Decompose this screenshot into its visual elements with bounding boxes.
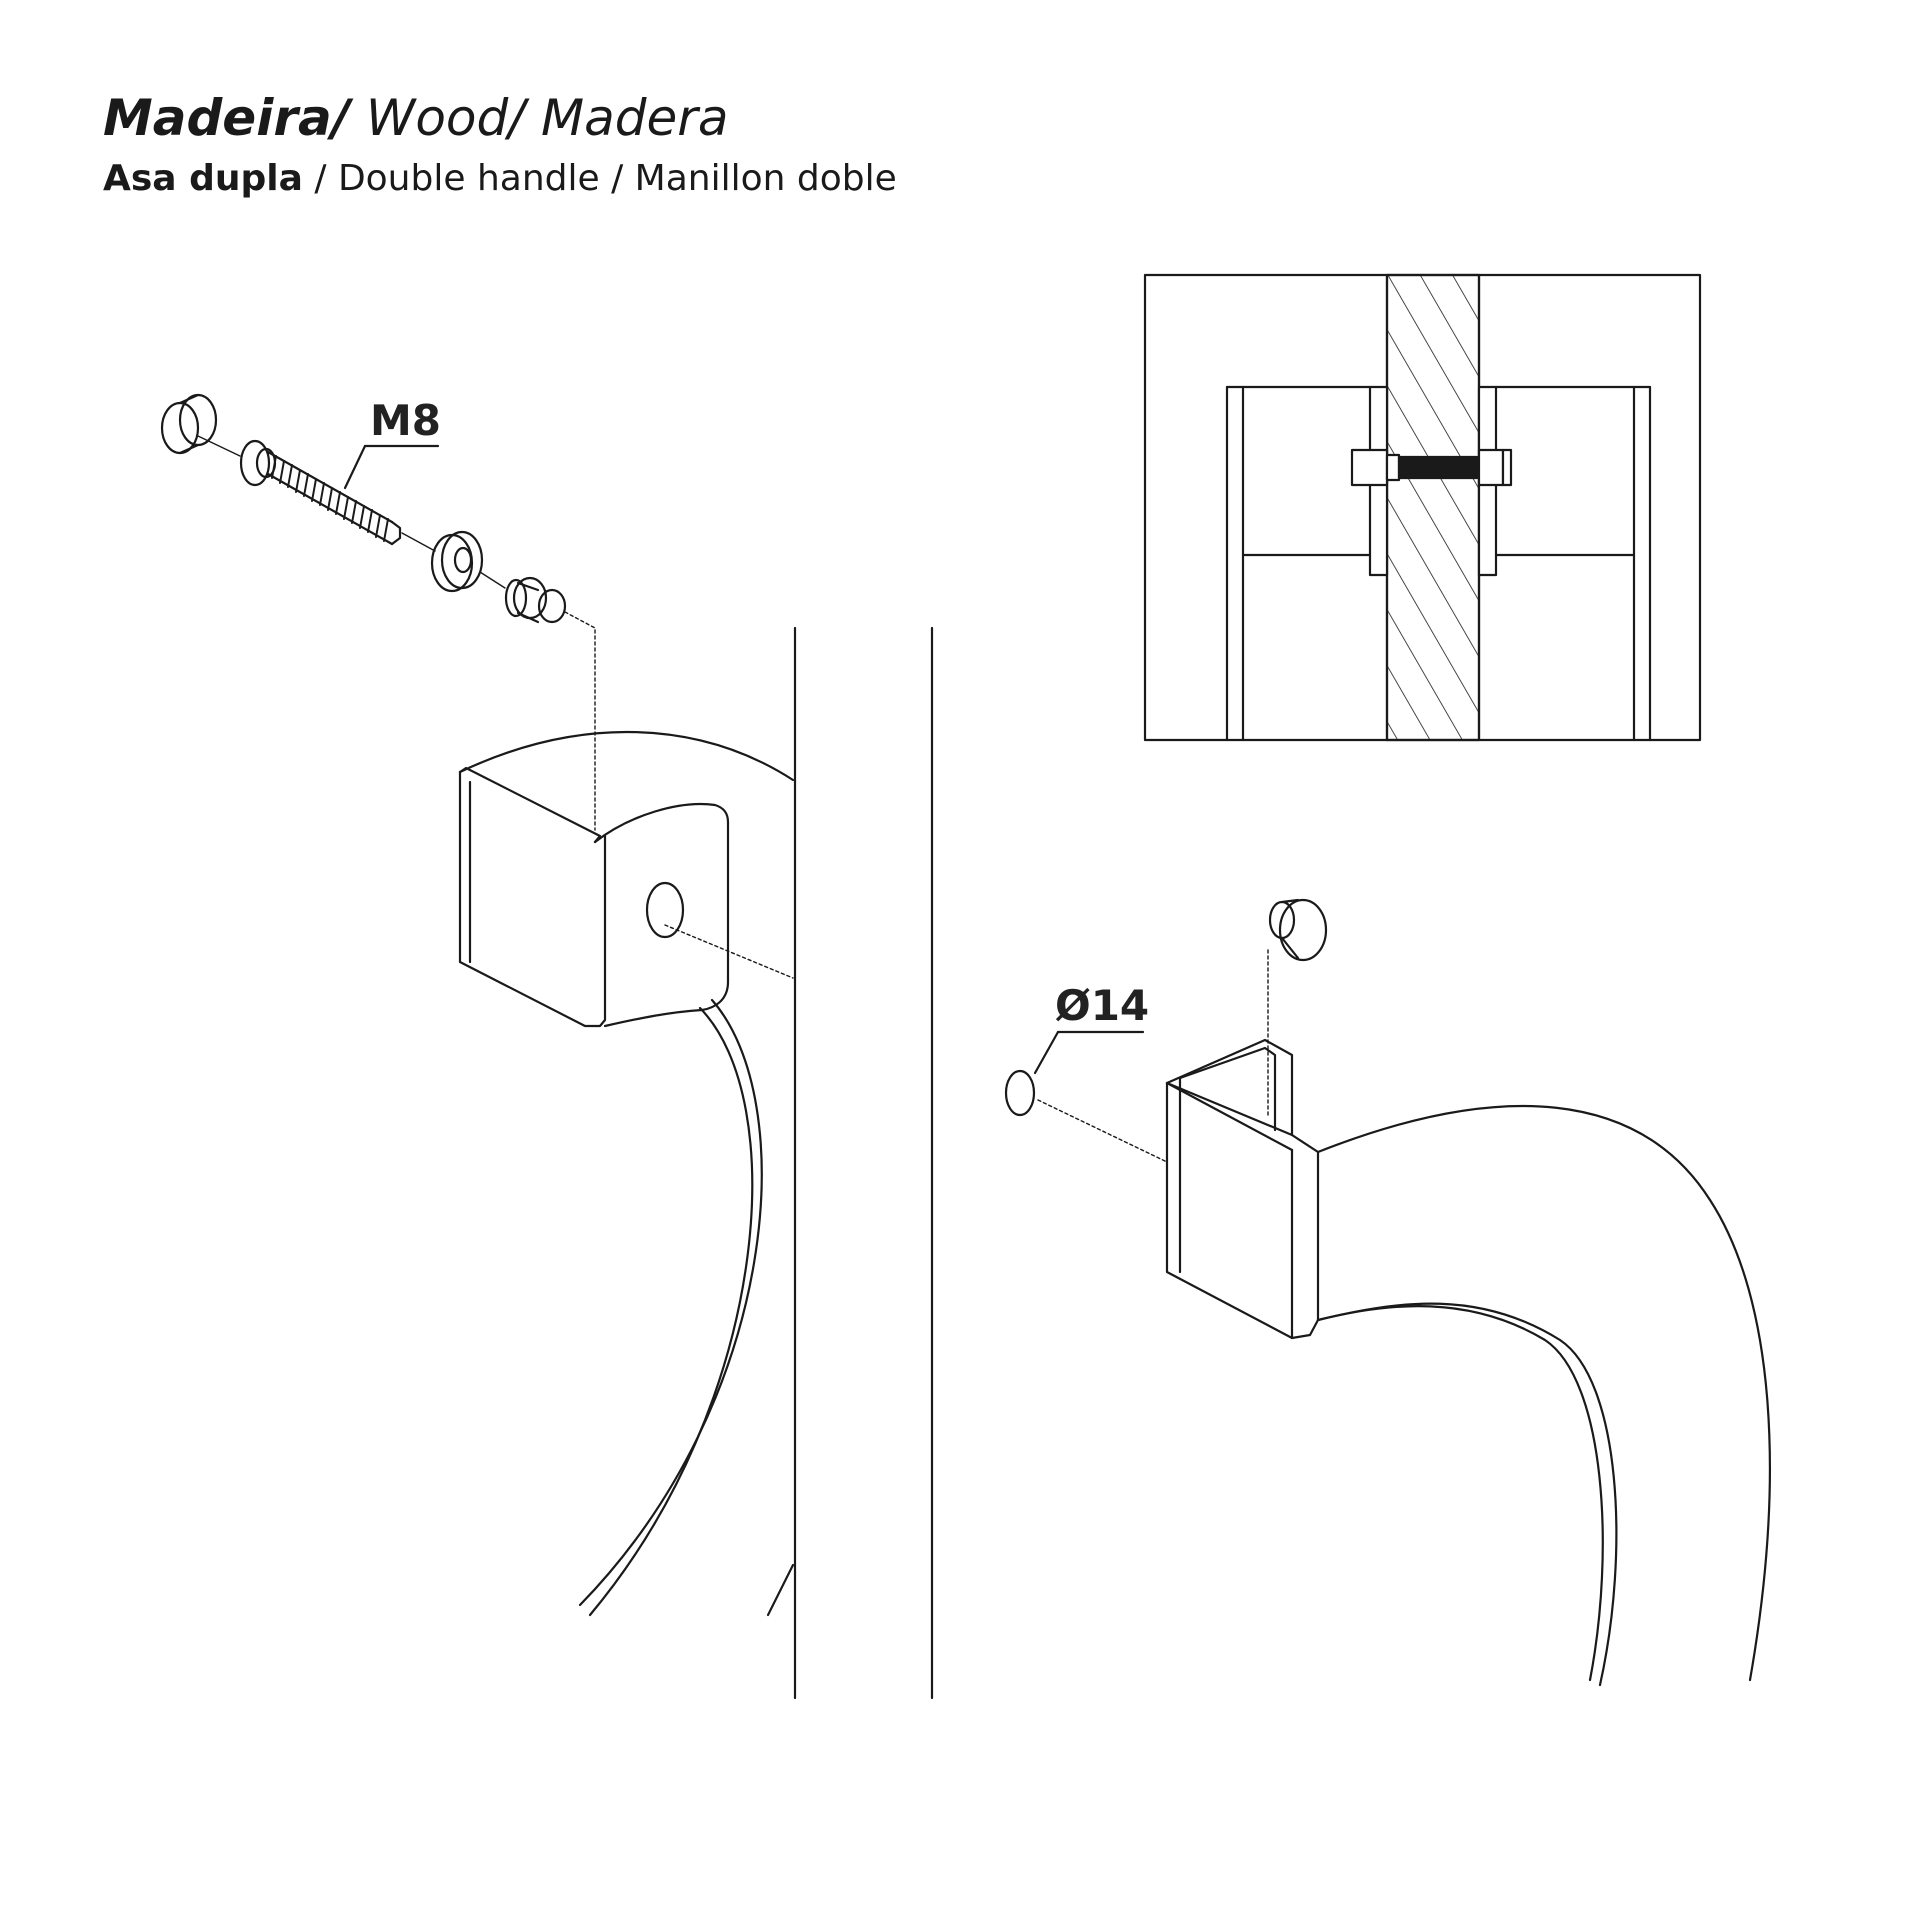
hole-cover-icon <box>1004 1069 1168 1163</box>
handle-mounted-left <box>458 730 795 1617</box>
threaded-rod-icon <box>266 450 402 546</box>
page-subtitle: Asa dupla / Double handle / Manillon dob… <box>103 156 897 202</box>
title-portuguese: Madeira/ <box>103 89 350 147</box>
page-header: Madeira/ Wood/ Madera Asa dupla / Double… <box>103 88 897 202</box>
section-detail-view <box>1143 273 1702 742</box>
bolt-size-label: M8 <box>370 396 441 445</box>
bolt-exploded-view <box>160 393 596 831</box>
subtitle-translations: / Double handle / Manillon doble <box>302 158 897 199</box>
bolt-head-icon <box>239 439 277 487</box>
handle-plug-view <box>1004 898 1771 1687</box>
door-panel <box>766 626 934 1700</box>
door-section-hatch <box>1385 273 1481 742</box>
plug-icon <box>1268 898 1328 962</box>
bolt-size-leader <box>343 444 440 490</box>
washer-icon <box>430 530 484 593</box>
sleeve-nut-icon <box>504 576 567 624</box>
assembly-axis-line <box>197 435 596 831</box>
title-translations: Wood/ Madera <box>350 89 729 147</box>
end-cap-icon <box>160 393 218 455</box>
diameter-leader <box>1033 1030 1145 1075</box>
mounting-hole-icon <box>645 881 685 939</box>
diameter-label: Ø14 <box>1055 981 1149 1030</box>
subtitle-portuguese: Asa dupla <box>103 158 303 199</box>
page-title: Madeira/ Wood/ Madera <box>103 88 897 148</box>
bolt-section-icon <box>1397 455 1479 480</box>
